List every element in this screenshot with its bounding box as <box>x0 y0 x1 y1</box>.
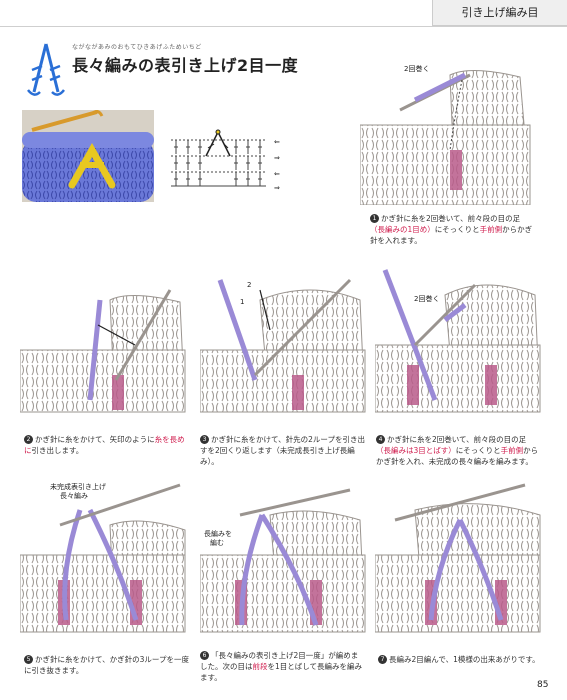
sample-photo <box>22 110 154 202</box>
stitch-symbol-icon <box>27 43 65 96</box>
label-wrap-twice-4: 2回巻く <box>414 295 440 303</box>
label-loop-1: 1 <box>240 298 245 306</box>
section-tab: 引き上げ編み目 <box>432 0 567 26</box>
step-3-illustration <box>200 278 366 413</box>
label-unfinished-2: 長々編み <box>60 492 88 500</box>
caption-step-6: 6「長々編みの表引き上げ2目一度」が編めました。次の目は前段を1目とばして長編み… <box>200 651 363 682</box>
label-make-dc-1: 長編みを <box>204 530 232 538</box>
svg-text:⇒: ⇒ <box>274 154 280 162</box>
label-wrap-twice-1: 2回巻く <box>404 65 430 73</box>
svg-text:⇐: ⇐ <box>274 138 280 146</box>
label-unfinished-1: 未完成表引き上げ <box>50 483 106 491</box>
svg-text:⇐: ⇐ <box>274 170 280 178</box>
title-ruby: ながながあみのおもてひきあげふためいちど <box>72 44 202 51</box>
step-6-illustration <box>200 488 366 633</box>
header-rule <box>0 26 567 27</box>
step-7-illustration <box>375 483 541 633</box>
step-2-illustration <box>20 289 186 413</box>
svg-text:⇒: ⇒ <box>274 184 280 190</box>
step-4-illustration <box>375 269 541 413</box>
page-title: 長々編みの表引き上げ2目一度 <box>72 56 299 75</box>
step-1-illustration <box>360 69 531 205</box>
page-number: 85 <box>537 680 549 690</box>
label-make-dc-2: 編む <box>210 539 224 547</box>
stitch-chart: ⇐ ⇒ ⇐ ⇒ <box>171 129 280 190</box>
label-loop-2: 2 <box>247 281 252 289</box>
step-5-illustration <box>20 483 186 633</box>
